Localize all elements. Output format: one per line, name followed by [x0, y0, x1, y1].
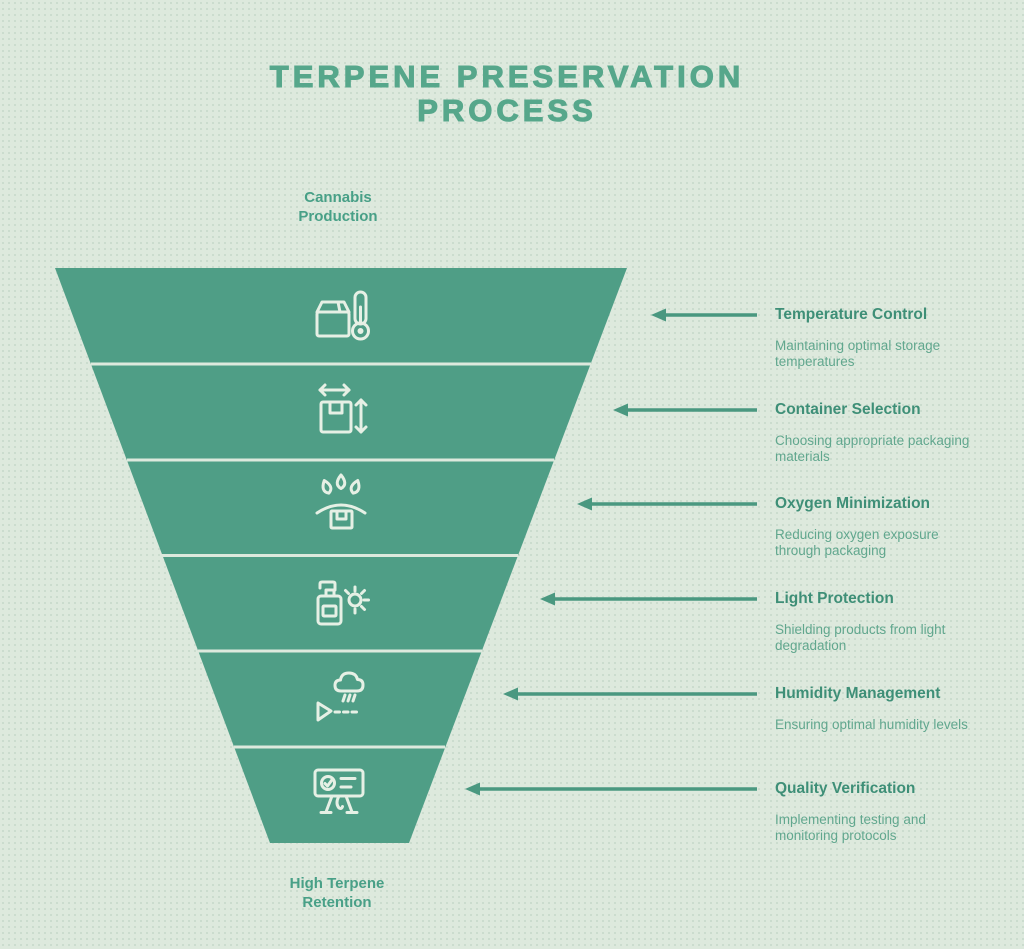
arrow-icon	[651, 308, 757, 322]
stage-item: Light Protection Shielding products from…	[775, 590, 985, 654]
arrow-icon	[613, 403, 757, 417]
stage-title: Humidity Management	[775, 685, 941, 702]
stage-item: Humidity Management Ensuring optimal hum…	[775, 685, 985, 733]
arrow-icon	[577, 497, 757, 511]
stage-item: Oxygen Minimization Reducing oxygen expo…	[775, 495, 985, 559]
stage-description: Maintaining optimal storage temperatures	[775, 338, 941, 369]
stage-description: Reducing oxygen exposure through packagi…	[775, 527, 939, 558]
stage-description: Shielding products from light degradatio…	[775, 622, 946, 653]
stage-item: Temperature Control Maintaining optimal …	[775, 306, 985, 370]
stage-description: Ensuring optimal humidity levels	[775, 717, 968, 732]
funnel-output-label: High Terpene Retention	[289, 875, 385, 911]
page-title-line-2: PROCESS	[417, 93, 597, 128]
funnel-segment-dividers	[91, 362, 591, 749]
stage-description: Choosing appropriate packaging materials	[775, 433, 970, 464]
stage-title: Oxygen Minimization	[775, 495, 931, 512]
stage-title: Quality Verification	[775, 780, 916, 797]
inspection-board-icon	[313, 768, 365, 814]
arrow-icon	[540, 592, 757, 606]
box-droplets-icon	[315, 473, 367, 530]
stage-item: Quality Verification Implementing testin…	[775, 780, 985, 844]
arrow-icon	[503, 687, 757, 701]
box-thermometer-icon	[315, 290, 370, 341]
stage-title: Container Selection	[775, 401, 921, 418]
arrow-icon	[465, 782, 757, 796]
pump-bottle-sun-icon	[316, 580, 370, 626]
stage-title: Temperature Control	[775, 306, 928, 323]
funnel-shape	[55, 268, 627, 843]
stage-title: Light Protection	[775, 590, 894, 607]
cloud-rain-cone-icon	[316, 671, 365, 722]
page-title-line-1: TERPENE PRESERVATION	[269, 59, 745, 94]
funnel-input-label: Cannabis Production	[298, 189, 378, 225]
stage-description: Implementing testing and monitoring prot…	[775, 812, 926, 843]
box-dimensions-icon	[318, 383, 368, 434]
stage-item: Container Selection Choosing appropriate…	[775, 401, 985, 465]
